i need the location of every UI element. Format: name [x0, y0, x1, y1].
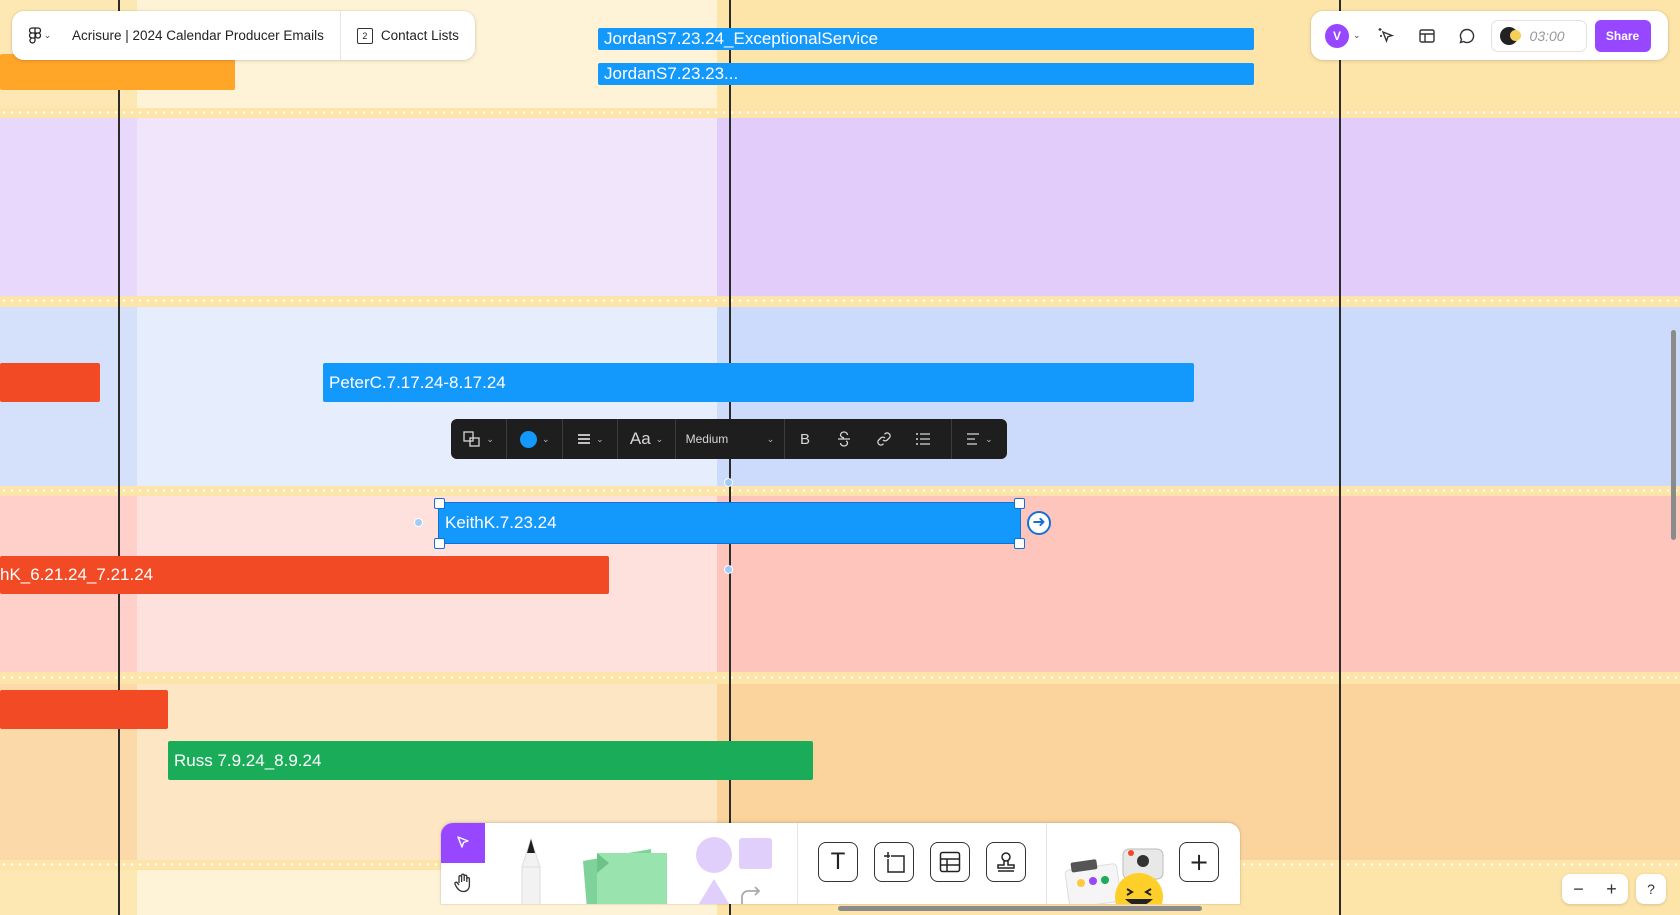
section-tool-icon[interactable]: [874, 842, 914, 882]
sparkle-pointer-icon[interactable]: [1367, 16, 1407, 56]
stamp-icon[interactable]: [986, 842, 1026, 882]
figma-logo-icon[interactable]: ⌄: [12, 11, 58, 60]
page-selector[interactable]: 2 Contact Lists: [341, 11, 475, 60]
timeline-bar[interactable]: [0, 690, 168, 729]
marker-tool[interactable]: [509, 837, 553, 904]
timeline-bar-peter[interactable]: PeterC.7.17.24-8.17.24: [323, 363, 1194, 402]
resize-handle[interactable]: [1014, 538, 1025, 549]
timeline-bar-hk[interactable]: hK_6.21.24_7.21.24: [0, 556, 609, 594]
stroke-weight-icon[interactable]: ⌄: [563, 419, 617, 459]
avatar: V: [1325, 23, 1349, 48]
help-icon[interactable]: ?: [1636, 874, 1666, 904]
color-swatch: [519, 430, 537, 448]
collab-panel: V ⌄ 03:00 Share: [1311, 11, 1668, 60]
timeline-bar-jordan-full[interactable]: JordanS7.23.24_ExceptionalService: [598, 28, 1254, 50]
vertical-scrollbar[interactable]: [1671, 330, 1676, 540]
week-divider-line: [1339, 0, 1341, 915]
band-divider: [0, 489, 1680, 492]
sticky-note-tool[interactable]: [571, 839, 681, 904]
band-purple: [0, 118, 1680, 296]
resize-handle[interactable]: [434, 538, 445, 549]
bold-button[interactable]: B: [785, 419, 824, 459]
creation-toolbar: T +: [441, 823, 1240, 904]
connector-node[interactable]: [414, 518, 423, 527]
share-button[interactable]: Share: [1594, 19, 1651, 52]
strikethrough-icon[interactable]: [825, 419, 864, 459]
timeline-bar-keith[interactable]: KeithK.7.23.24: [438, 502, 1021, 544]
timeline-bar-russ[interactable]: Russ 7.9.24_8.9.24: [168, 741, 813, 780]
link-icon[interactable]: [864, 419, 903, 459]
timeline-bar[interactable]: [0, 54, 235, 90]
band-divider: [0, 111, 1680, 114]
zoom-controls: − +: [1562, 874, 1628, 904]
timer-icon: [1499, 26, 1521, 45]
resize-handle[interactable]: [434, 498, 445, 509]
minus-icon[interactable]: −: [1573, 878, 1584, 899]
fill-color-picker[interactable]: ⌄: [507, 419, 562, 459]
timer-value: 03:00: [1529, 27, 1565, 44]
hand-icon[interactable]: [441, 863, 485, 903]
band-divider: [0, 676, 1680, 679]
bold-icon: B: [799, 430, 810, 448]
page-name: Contact Lists: [380, 28, 459, 43]
connector-node[interactable]: [724, 478, 733, 487]
plus-icon[interactable]: +: [1179, 842, 1219, 882]
comment-icon[interactable]: [1447, 16, 1487, 56]
timeline-bar[interactable]: [0, 363, 100, 402]
shape-tool[interactable]: [695, 835, 775, 904]
resize-handle[interactable]: [1014, 498, 1025, 509]
timeline-bar-jordan-short[interactable]: JordanS7.23.23...: [598, 63, 1254, 85]
context-toolbar: ⌄ ⌄ ⌄ Aa ⌄ Medium ⌄ B ⌄: [451, 419, 1007, 459]
week-divider-line: [118, 0, 120, 915]
timer[interactable]: 03:00: [1490, 19, 1587, 52]
horizontal-scrollbar[interactable]: [838, 906, 1202, 911]
font-icon: Aa: [629, 429, 651, 448]
text-align-icon[interactable]: ⌄: [952, 419, 1007, 459]
page-list-icon: 2: [356, 27, 373, 44]
shape-icon[interactable]: ⌄: [451, 419, 506, 459]
text-tool-icon[interactable]: T: [818, 842, 858, 882]
file-title[interactable]: Acrisure | 2024 Calendar Producer Emails: [58, 11, 341, 60]
table-tool-icon[interactable]: [930, 842, 970, 882]
user-menu[interactable]: V ⌄: [1319, 23, 1367, 48]
connector-node[interactable]: [724, 565, 733, 574]
file-header-panel: ⌄ Acrisure | 2024 Calendar Producer Emai…: [12, 11, 475, 60]
arrow-right-icon[interactable]: ➜: [1027, 511, 1051, 535]
font-family-picker[interactable]: Aa ⌄: [629, 429, 664, 448]
layout-icon[interactable]: [1407, 16, 1447, 56]
font-size-label: Medium: [685, 432, 729, 446]
band-divider: [0, 299, 1680, 302]
widgets-tool[interactable]: [1061, 837, 1171, 904]
plus-icon[interactable]: +: [1606, 878, 1617, 899]
font-size-dropdown[interactable]: Medium ⌄: [685, 432, 775, 446]
pointer-icon[interactable]: [441, 823, 485, 863]
bullet-list-icon[interactable]: [903, 419, 942, 459]
